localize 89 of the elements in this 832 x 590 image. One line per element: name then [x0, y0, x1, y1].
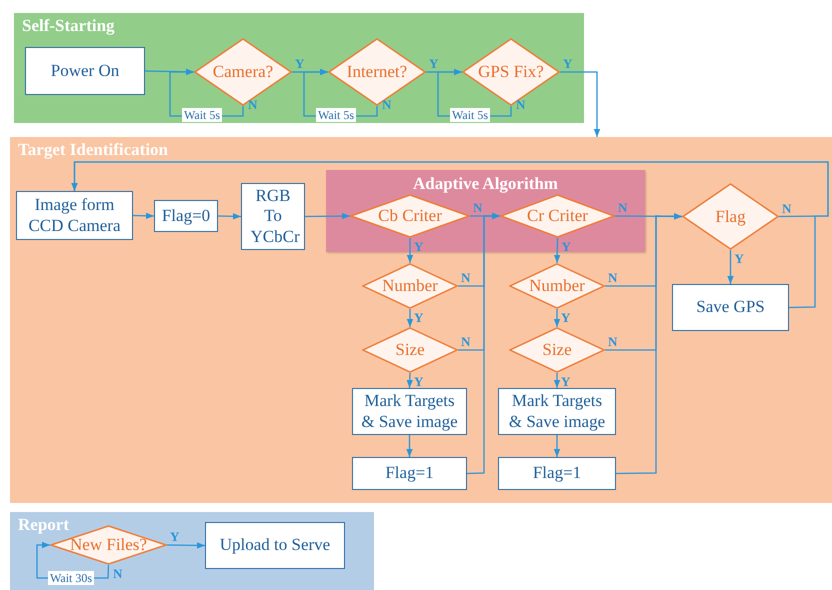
branch-label: N [516, 98, 526, 111]
edge-label: Y [561, 375, 570, 388]
process-box [16, 191, 133, 240]
decision-label: Camera? [212, 62, 274, 82]
arrow [132, 212, 154, 219]
arrow [406, 309, 414, 327]
section-panel [14, 13, 584, 123]
section-panel [10, 512, 374, 590]
decision-label: GPS Fix? [478, 62, 544, 82]
decision-diamond [350, 194, 470, 238]
group-title: Adaptive Algorithm [412, 174, 559, 194]
box-label: Power On [50, 60, 120, 82]
box-label: Upload to Serve [220, 535, 330, 556]
decision-label: Cb Criter [378, 206, 442, 226]
process-box [241, 183, 305, 250]
edge-label: Y [170, 530, 180, 543]
box-label: Mark Targets & Save image [360, 391, 459, 432]
decision-label: Number [382, 276, 438, 296]
edge-label: Y [414, 240, 424, 253]
process-box [205, 522, 345, 569]
arrow [554, 373, 560, 388]
edge-label: Wait 5s [450, 108, 490, 122]
section-title: Self-Starting [22, 16, 115, 36]
box-label: Flag=1 [532, 463, 582, 484]
arrow [305, 212, 350, 220]
edge-label: N [461, 271, 470, 284]
edge-label: N [473, 201, 482, 214]
decision-diamond [362, 263, 458, 309]
edge-label: N [608, 271, 618, 284]
process-box [498, 388, 616, 435]
decision-diamond [509, 327, 605, 373]
box-label: Save GPS [696, 297, 765, 318]
process-box [154, 200, 218, 232]
arrow [71, 161, 829, 308]
edge-label: Y [414, 311, 424, 324]
decision-diamond [509, 263, 605, 309]
arrow [615, 213, 682, 220]
arrow [560, 71, 600, 137]
edge-label: Y [562, 240, 571, 253]
arrow [616, 213, 682, 474]
edge-label: Wait 30s [48, 571, 94, 586]
process-box [672, 284, 789, 331]
edge-label: N [782, 202, 792, 214]
arrow [554, 435, 560, 457]
branch-label: N [113, 567, 122, 580]
arrow [406, 238, 414, 263]
edge-label: Y [561, 311, 570, 324]
process-box [352, 457, 467, 490]
decision-label: Internet? [346, 62, 408, 82]
arrow [466, 212, 500, 474]
arrow [406, 372, 413, 388]
arrow [727, 250, 734, 284]
decision-label: Number [529, 276, 585, 296]
edge-label: Wait 5s [182, 108, 222, 122]
decision-label: Cr Criter [527, 206, 588, 226]
process-box [352, 388, 467, 435]
process-box [25, 47, 145, 95]
box-label: Flag=1 [385, 463, 434, 484]
edge-label: N [618, 201, 628, 214]
arrow [406, 435, 413, 457]
decision-diamond [682, 183, 779, 250]
decision-label: Size [395, 340, 425, 360]
box-label: Mark Targets & Save image [508, 391, 606, 432]
edge-label: Wait 5s [316, 108, 356, 122]
edge-label: N [461, 335, 470, 348]
section-title: Report [18, 515, 69, 535]
arrow [554, 238, 560, 264]
process-box [498, 457, 616, 490]
branch-label: N [382, 98, 392, 111]
edge-label: Y [414, 375, 424, 388]
arrow [554, 309, 560, 327]
box-label: Image form CCD Camera [27, 195, 122, 236]
edge-label: N [608, 335, 618, 348]
decision-diamond [500, 194, 615, 238]
arrow [167, 542, 205, 549]
decision-label: Size [542, 340, 572, 360]
box-label: Flag=0 [162, 206, 210, 226]
edge-label: Y [563, 57, 572, 70]
group-panel [326, 170, 645, 252]
decision-label: New Files? [70, 535, 147, 555]
edge-label: Y [295, 57, 304, 70]
edge-label: Y [429, 57, 438, 70]
section-panel [10, 137, 832, 503]
edge-label: Y [734, 252, 744, 265]
decision-label: Flag [715, 206, 746, 226]
decision-diamond [362, 327, 458, 373]
arrow [218, 213, 242, 220]
section-title: Target Identification [18, 140, 168, 160]
branch-label: N [248, 98, 258, 111]
